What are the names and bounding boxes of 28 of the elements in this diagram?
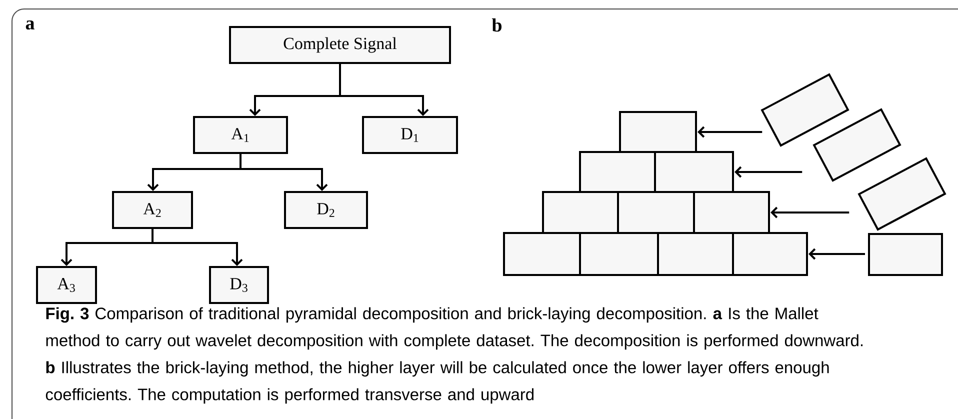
arrow: [339, 64, 429, 116]
component-box: D$_{1}$: [362, 116, 458, 154]
arrow: [770, 206, 850, 218]
component-box: A$_{1}$: [193, 116, 288, 154]
arrow: [808, 248, 865, 260]
arrow: [152, 229, 243, 266]
brick: [579, 151, 656, 193]
brick: [503, 232, 581, 276]
brick: [657, 232, 734, 276]
component-box: A$_{2}$: [112, 191, 193, 229]
brick: [654, 151, 734, 193]
brick: [619, 111, 697, 153]
arrow: [240, 154, 328, 191]
arrow: [698, 126, 762, 138]
caption: Fig. 3 Comparison of traditional pyramidal decomposition and brick-laying decomposition. a Is the Mallet method to carry out wavelet decomposition with complete dataset. The decomposition is performed downward. b Illustrates the brick-laying method, the higher layer will be calculated once the lower layer offers enough coefficients. The computation is performed transverse and upward: [46, 307, 863, 404]
arrow: [734, 166, 802, 178]
panel-label: b: [492, 18, 502, 32]
signal-box: Complete Signal: [229, 26, 451, 64]
component-box: D$_{2}$: [284, 191, 368, 229]
brick: [732, 232, 808, 276]
component-box: D$_{3}$: [209, 266, 269, 304]
brick: [617, 191, 695, 234]
brick: [868, 233, 943, 276]
brick: [693, 191, 770, 234]
component-box: A$_{3}$: [36, 266, 97, 304]
brick: [542, 191, 619, 234]
panel-label: a: [26, 20, 34, 30]
brick: [579, 232, 659, 276]
